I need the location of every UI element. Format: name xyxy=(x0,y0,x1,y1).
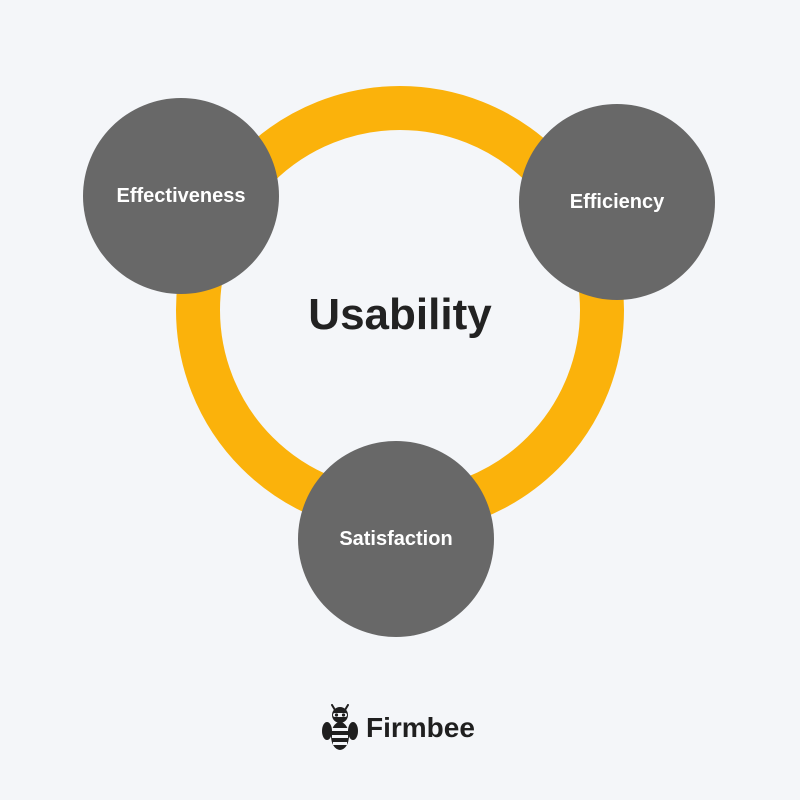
node-label-satisfaction: Satisfaction xyxy=(339,527,453,550)
node-effectiveness: Effectiveness xyxy=(83,98,279,294)
bee-icon xyxy=(322,704,358,750)
diagram-title: Usability xyxy=(308,290,492,339)
brand-name: Firmbee xyxy=(366,712,475,743)
node-efficiency: Efficiency xyxy=(519,104,715,300)
node-label-efficiency: Efficiency xyxy=(569,190,665,213)
brand-footer: Firmbee xyxy=(322,704,475,752)
node-label-effectiveness: Effectiveness xyxy=(116,184,246,207)
node-satisfaction: Satisfaction xyxy=(298,441,494,637)
